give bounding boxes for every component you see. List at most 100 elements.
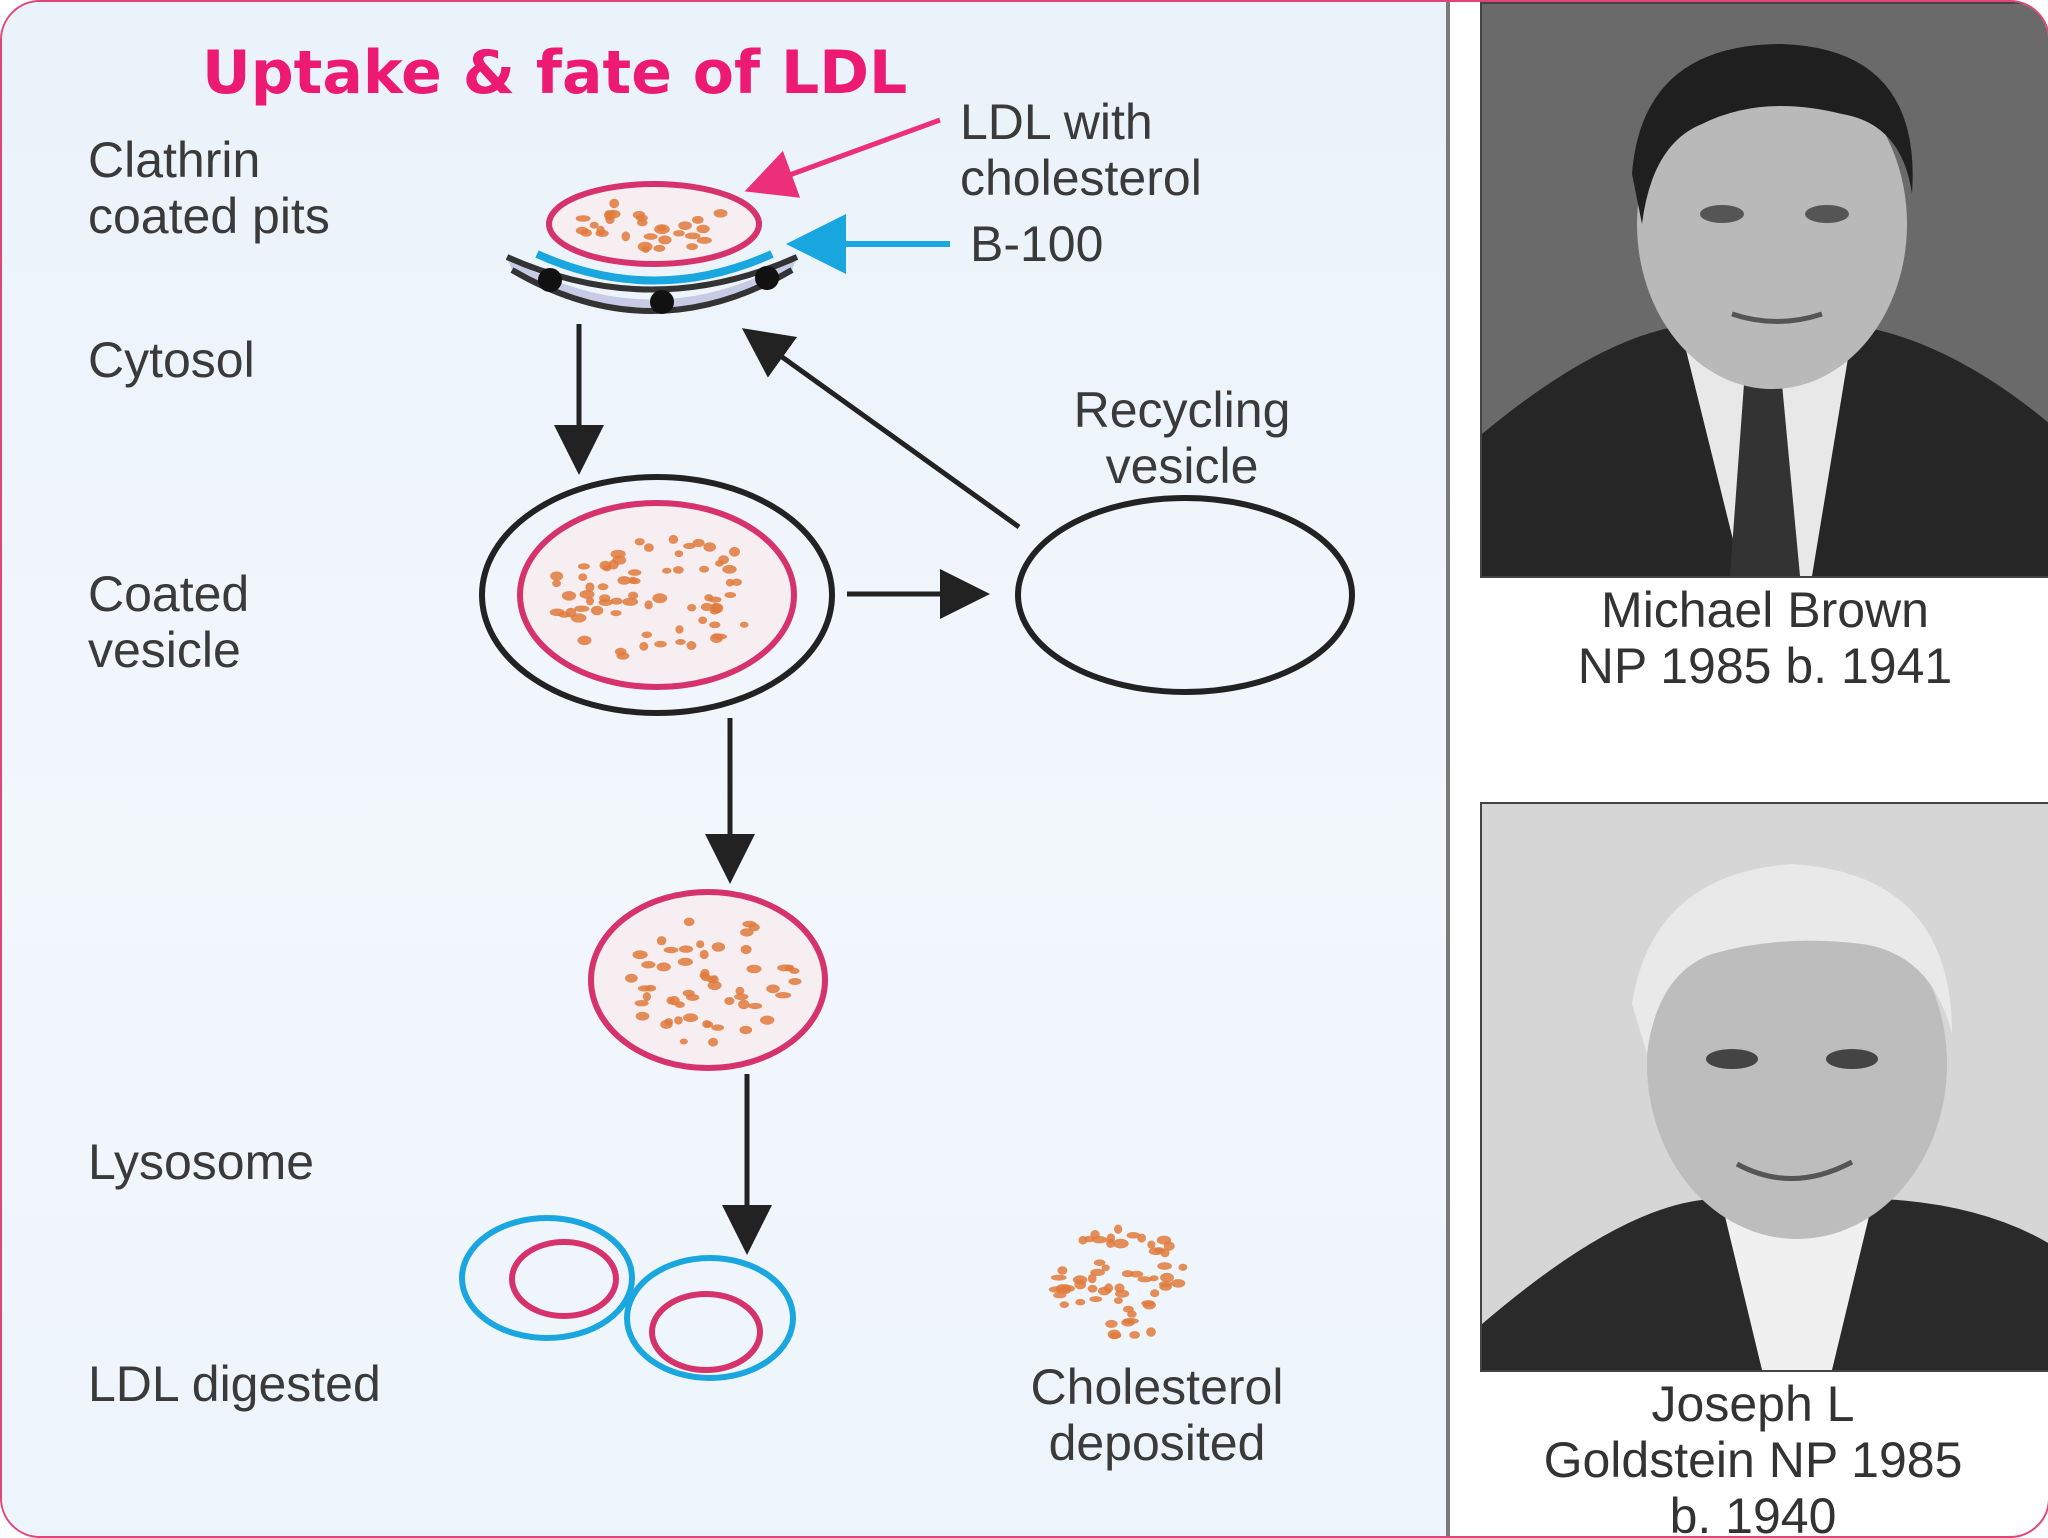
label-lysosome: Lysosome (88, 1134, 315, 1190)
cholesterol-speck (748, 1002, 763, 1010)
cholesterol-speck (637, 985, 652, 992)
cholesterol-speck (1160, 1248, 1170, 1258)
diagram-panel: Uptake & fate of LDL Clathrin coated pit… (2, 2, 1450, 1536)
cholesterol-speck (1178, 1263, 1188, 1271)
cholesterol-speck (1109, 1332, 1122, 1339)
cholesterol-speck (710, 633, 723, 644)
cholesterol-speck (1126, 1232, 1141, 1239)
lysosome-left (459, 1215, 635, 1341)
cholesterol-speck (610, 610, 622, 617)
cholesterol-speck (654, 640, 667, 648)
cholesterol-speck (699, 565, 710, 573)
cholesterol-speck (673, 230, 685, 237)
cholesterol-speck (635, 1011, 650, 1021)
caption-joseph-goldstein: Joseph L Goldstein NP 1985 b. 1940 (1543, 1376, 1963, 1538)
cholesterol-speck (1106, 1233, 1116, 1243)
cholesterol-speck (552, 579, 561, 588)
ldl-pointer-arrow (744, 117, 941, 198)
cholesterol-speck (704, 1021, 714, 1028)
cholesterol-speck (558, 611, 570, 618)
cholesterol-speck (1091, 1236, 1108, 1244)
cholesterol-speck (675, 625, 684, 634)
cholesterol-speck (589, 221, 599, 229)
cholesterol-speck (1078, 1235, 1088, 1245)
cholesterol-speck (748, 923, 760, 932)
cholesterol-speck (1059, 1301, 1070, 1308)
cholesterol-speck (739, 1025, 753, 1035)
cholesterol-deposit (1048, 1224, 1188, 1340)
cholesterol-speck (729, 546, 740, 557)
cholesterol-speck (595, 229, 609, 237)
cholesterol-speck (766, 984, 780, 994)
cholesterol-speck (641, 631, 653, 639)
cholesterol-speck (634, 1000, 649, 1007)
cholesterol-speck (746, 964, 762, 974)
cholesterol-speck (708, 1037, 719, 1047)
cholesterol-speck (642, 992, 652, 1002)
cholesterol-speck (735, 986, 745, 996)
label-cholesterol-deposited: Cholesterol deposited (1030, 1359, 1284, 1471)
cholesterol-speck (590, 605, 604, 616)
cholesterol-speck (692, 215, 704, 224)
cholesterol-speck (788, 978, 802, 985)
cholesterol-speck (598, 599, 613, 606)
cholesterol-speck (683, 1013, 699, 1023)
cholesterol-speck (625, 973, 638, 983)
label-ldl-digested: LDL digested (88, 1356, 381, 1412)
cholesterol-speck (609, 198, 620, 209)
cholesterol-speck (1157, 1262, 1172, 1270)
cholesterol-speck (550, 571, 564, 581)
cholesterol-speck (1075, 1298, 1086, 1306)
cholesterol-speck (739, 621, 749, 628)
cholesterol-speck (663, 946, 679, 954)
portrait-michael-brown (1480, 2, 2048, 578)
portrait-image (1482, 4, 2048, 576)
clathrin-dot (538, 268, 562, 292)
cholesterol-speck (1171, 1279, 1186, 1288)
cholesterol-speck (561, 591, 577, 601)
cholesterol-speck (1089, 1296, 1103, 1303)
cholesterol-speck (1137, 1276, 1153, 1283)
cholesterol-speck (628, 591, 639, 600)
cholesterol-speck (1114, 1283, 1125, 1293)
cholesterol-speck (1149, 1275, 1159, 1282)
cholesterol-speck (1129, 1270, 1144, 1278)
cholesterol-speck (634, 538, 645, 546)
cholesterol-speck (711, 1024, 725, 1031)
cholesterol-speck (675, 639, 686, 645)
cholesterol-speck (1147, 1240, 1156, 1249)
cholesterol-speck (632, 950, 648, 960)
cholesterol-speck (1113, 1297, 1123, 1304)
label-recycling-vesicle: Recycling vesicle (1073, 382, 1291, 494)
cholesterol-speck (610, 597, 623, 605)
cholesterol-speck (1148, 1247, 1164, 1256)
cholesterol-particles (549, 534, 749, 660)
cholesterol-speck (579, 590, 595, 599)
cholesterol-speck (639, 641, 649, 651)
cholesterol-speck (724, 997, 735, 1005)
recycling-vesicle (1015, 495, 1355, 695)
cholesterol-speck (692, 538, 705, 548)
cholesterol-speck (658, 235, 672, 245)
cholesterol-speck (738, 999, 750, 1010)
cholesterol-speck (1127, 1310, 1137, 1318)
cholesterol-speck (1146, 1327, 1156, 1337)
cholesterol-speck (1050, 1274, 1067, 1281)
cholesterol-speck (628, 569, 642, 576)
cholesterol-speck (644, 543, 654, 552)
cholesterol-speck (722, 564, 737, 574)
label-cytosol: Cytosol (88, 332, 255, 388)
cholesterol-speck (657, 225, 666, 232)
arrow-recycle-to-pit (741, 328, 1021, 530)
cholesterol-speck (698, 616, 708, 625)
cholesterol-speck (668, 534, 679, 544)
cholesterol-speck (679, 1038, 688, 1045)
cholesterol-speck (632, 210, 646, 219)
cholesterol-speck (637, 218, 648, 227)
cholesterol-speck (585, 582, 595, 592)
clathrin-coated-pit (505, 181, 799, 314)
cholesterol-speck (652, 593, 668, 604)
cholesterol-speck (696, 940, 705, 949)
caption-michael-brown: Michael Brown NP 1985 b. 1941 (1577, 582, 1953, 694)
portrait-joseph-goldstein (1480, 802, 2048, 1372)
